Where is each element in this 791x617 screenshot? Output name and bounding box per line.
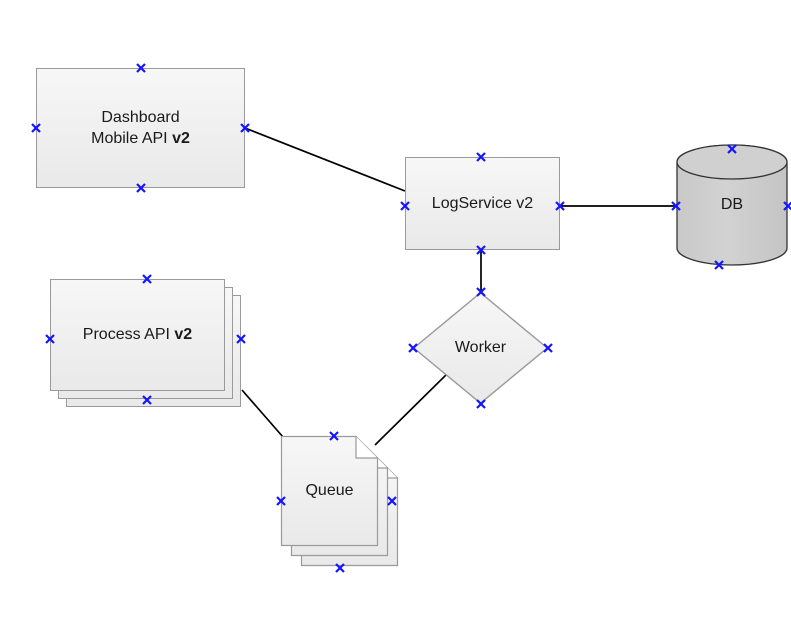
process-api-node-layer-0 xyxy=(50,279,225,391)
worker-node[interactable]: Worker xyxy=(412,291,549,405)
queue-node-body xyxy=(280,435,399,567)
logservice-node[interactable]: LogService v2 xyxy=(405,157,560,250)
db-node-body xyxy=(676,144,788,266)
queue-node[interactable]: Queue xyxy=(280,435,399,567)
edge-dashboard-to-logservice[interactable] xyxy=(244,127,406,192)
logservice-node-body xyxy=(405,157,560,250)
db-node[interactable]: DB xyxy=(676,144,788,266)
worker-node-body xyxy=(412,291,549,405)
process-api-node[interactable]: Process API v2 xyxy=(50,279,241,407)
queue-node-layer-0 xyxy=(280,435,379,547)
edge-worker-to-queue[interactable] xyxy=(374,370,451,446)
dashboard-mobile-api-node-body xyxy=(36,68,245,188)
edge-processapi-to-queue[interactable] xyxy=(241,389,284,438)
